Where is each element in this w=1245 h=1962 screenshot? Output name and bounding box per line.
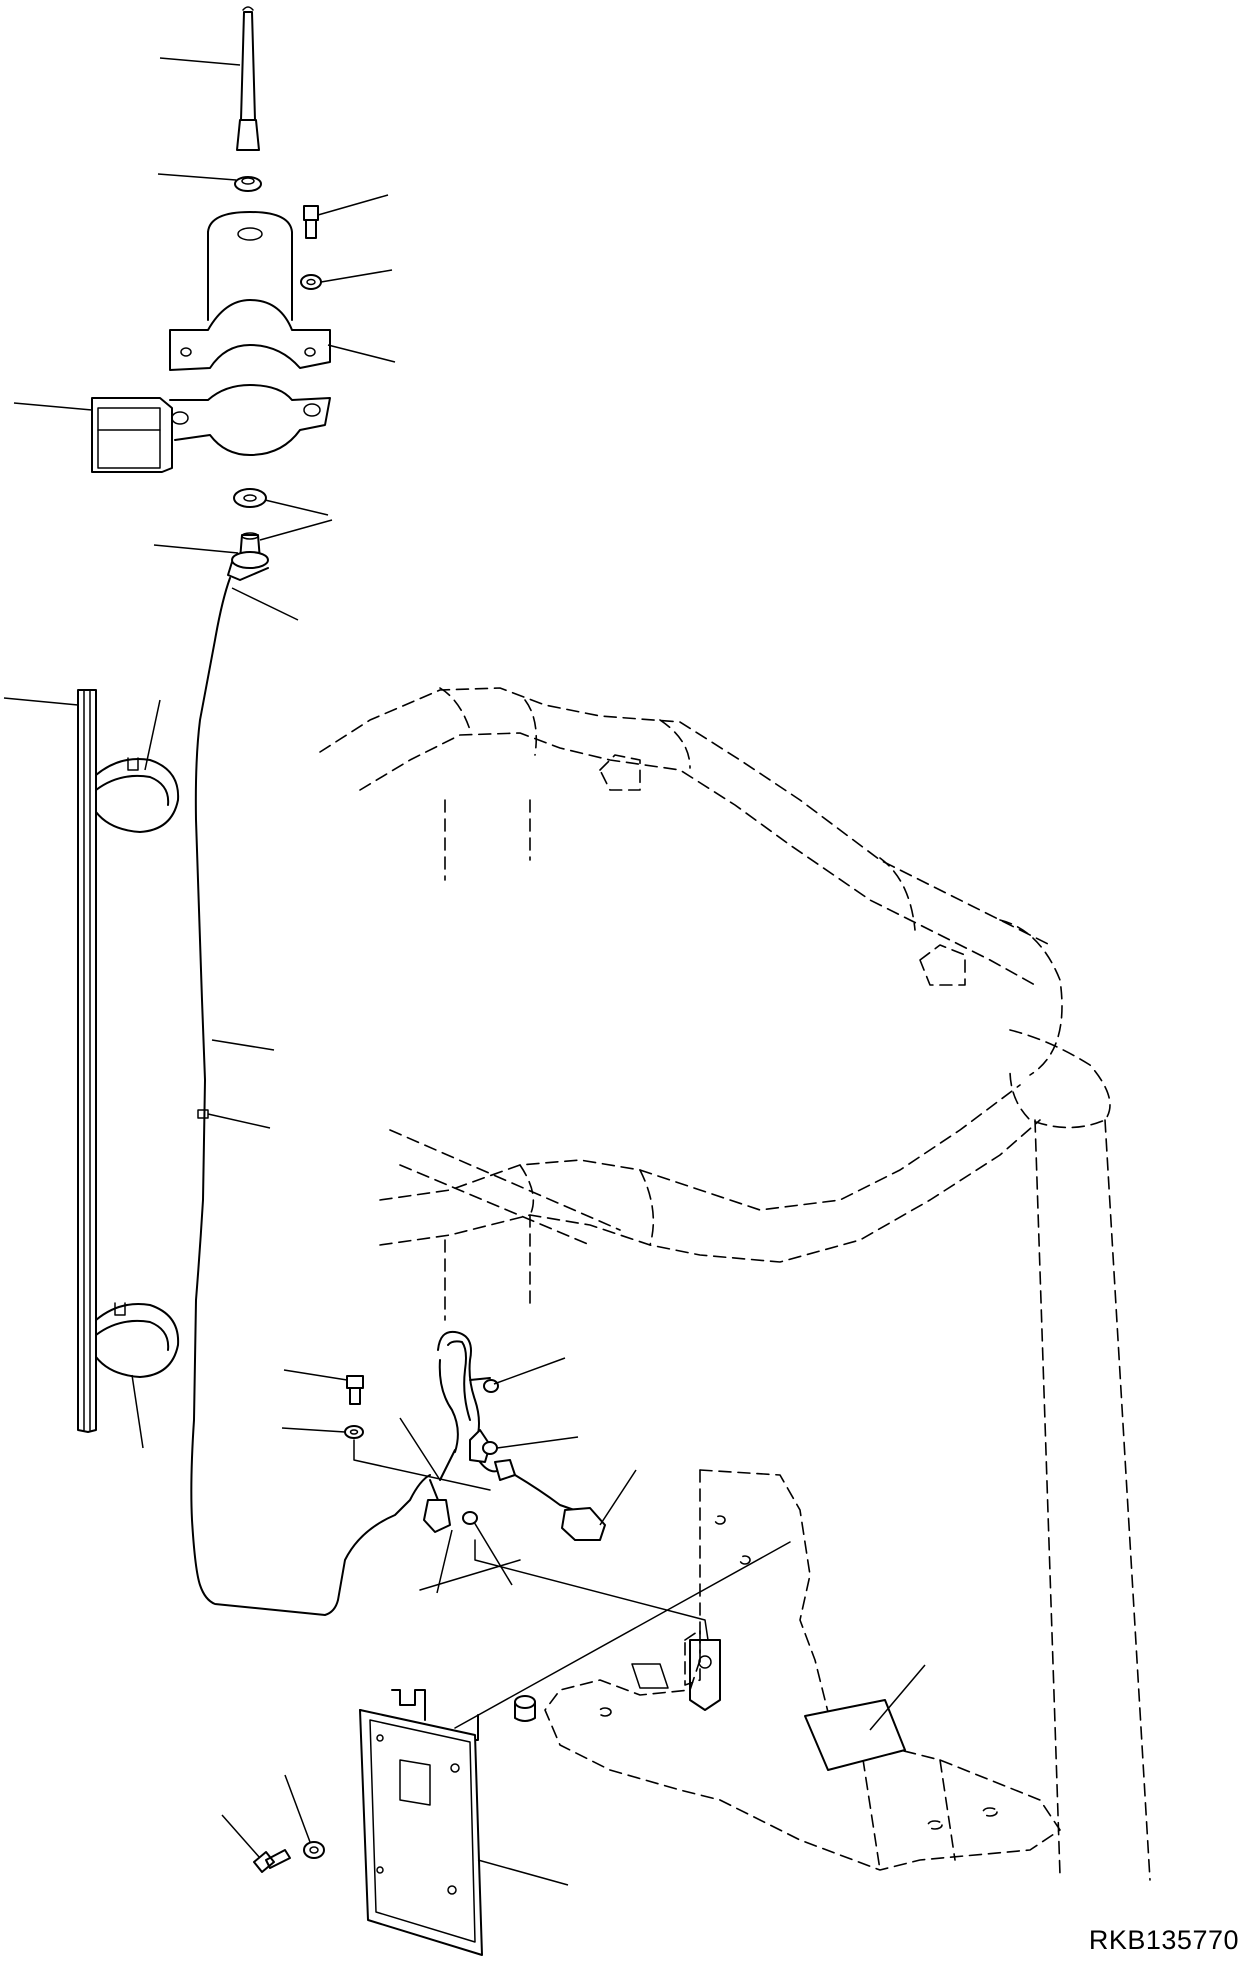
base-washer <box>233 488 267 508</box>
leader-lines <box>3 57 926 1886</box>
connector-clip <box>689 1639 721 1711</box>
bracket-slot <box>631 1663 669 1689</box>
mounting-block <box>91 397 173 473</box>
mounting-guide-line <box>454 1541 791 1729</box>
controller-bolt <box>253 1849 291 1873</box>
wiring-harness <box>423 1330 606 1541</box>
assembly-guide-line-a <box>353 1439 491 1491</box>
antenna-nut <box>234 176 262 192</box>
antenna-base <box>227 532 269 581</box>
antenna-bracket-lower <box>169 384 331 456</box>
hose-clamp-lower <box>95 1302 180 1378</box>
standoff <box>514 1695 536 1722</box>
controller-unit <box>359 1689 483 1956</box>
label-plate <box>804 1699 906 1771</box>
assembly-guide-line-c <box>419 1559 521 1591</box>
antenna-rod <box>236 6 260 151</box>
cable-tie <box>197 1109 209 1119</box>
clamp-bar <box>77 689 97 1433</box>
drawing-code: RKB135770 <box>1088 1925 1239 1955</box>
mount-bolt <box>346 1375 364 1405</box>
small-washer <box>300 274 322 290</box>
controller-washer <box>303 1841 325 1859</box>
hose-clamp-upper <box>95 757 180 833</box>
assembly-guide-line-b <box>474 1539 709 1641</box>
antenna-bracket-upper <box>169 211 331 371</box>
small-bolt <box>303 205 319 239</box>
antenna-cable <box>190 577 431 1616</box>
mount-washer <box>344 1425 364 1439</box>
cab-frame-outline <box>319 687 1151 1881</box>
